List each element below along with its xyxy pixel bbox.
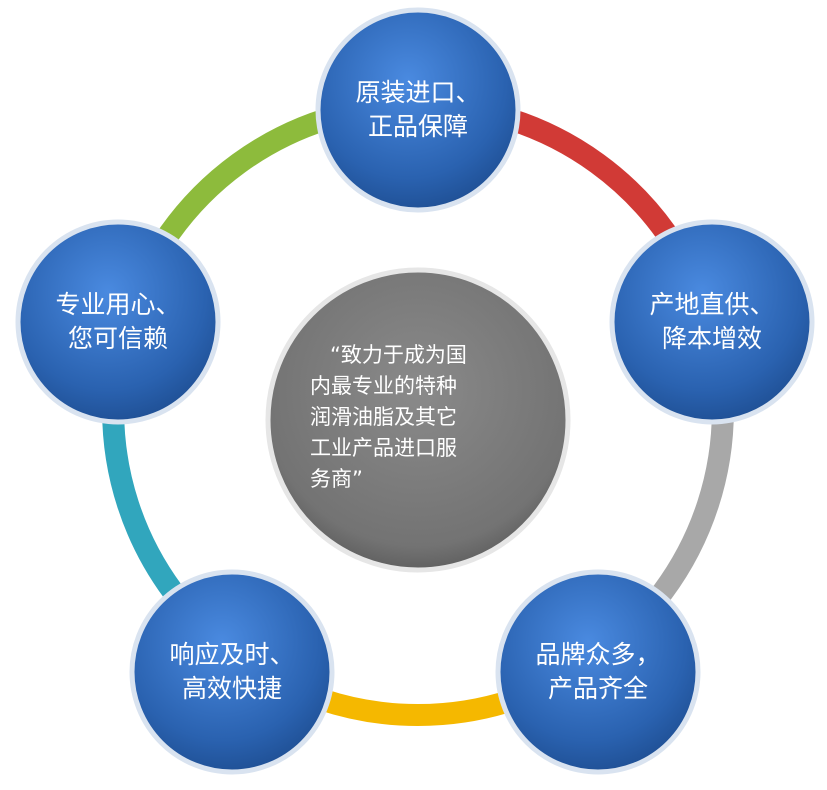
node-direct-supply: 产地直供、 降本增效	[612, 222, 812, 422]
node-line: 您可信赖	[67, 324, 168, 353]
node-circle-4	[129, 569, 335, 775]
node-line: 品牌众多，	[535, 640, 661, 669]
mission-line: 工业产品进口服	[310, 436, 457, 460]
node-line: 正品保障	[367, 112, 468, 141]
node-line: 产品齐全	[547, 674, 648, 703]
node-line: 高效快捷	[181, 674, 282, 703]
mission-line: “致力于成为国	[330, 343, 467, 367]
mission-statement: “致力于成为国 内最专业的特种 润滑油脂及其它 工业产品进口服 务商”	[310, 340, 530, 495]
node-line: 响应及时、	[169, 640, 295, 669]
node-professional: 专业用心、 您可信赖	[18, 222, 218, 422]
node-line: 产地直供、	[649, 290, 775, 319]
node-circle-5	[15, 219, 221, 425]
node-line: 原装进口、	[355, 78, 481, 107]
node-circle-2	[609, 219, 815, 425]
center-circle	[265, 267, 571, 573]
node-line: 专业用心、	[55, 290, 181, 319]
node-circle-1	[315, 7, 521, 213]
node-fast-response: 响应及时、 高效快捷	[132, 572, 332, 772]
node-genuine-import: 原装进口、 正品保障	[318, 10, 518, 210]
mission-line: 润滑油脂及其它	[310, 405, 457, 429]
mission-line: 内最专业的特种	[310, 374, 457, 398]
node-circle-3	[495, 569, 701, 775]
node-line: 降本增效	[661, 324, 762, 353]
mission-line: 务商”	[310, 467, 363, 491]
node-many-brands: 品牌众多， 产品齐全	[498, 572, 698, 772]
